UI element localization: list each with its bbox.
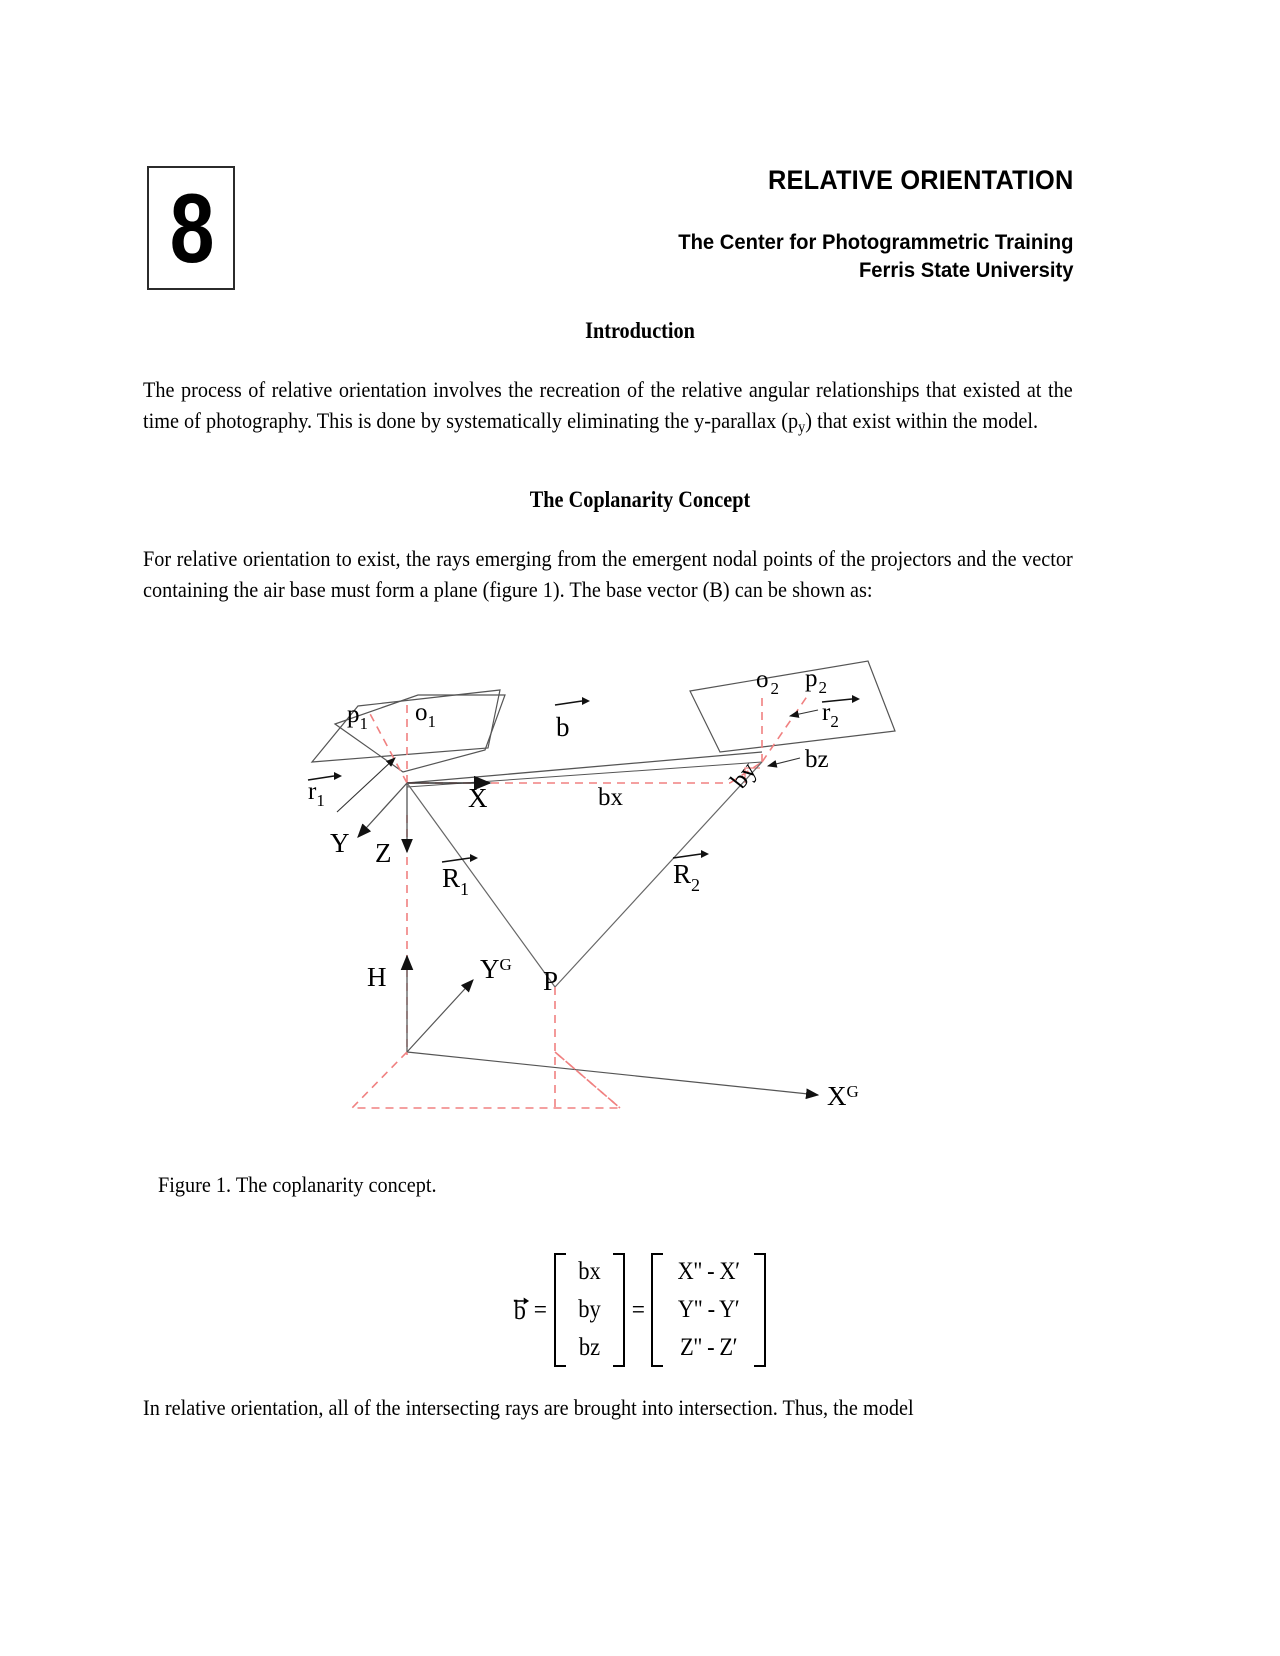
R2-vector-overarrow xyxy=(672,850,709,859)
label-p1: p1 xyxy=(347,701,368,733)
matrix-column-components: bx by bz xyxy=(567,1252,612,1368)
r1-leader-line xyxy=(336,757,396,813)
intro-subscript-y: y xyxy=(798,418,806,436)
equation-b-letter: b xyxy=(513,1294,526,1325)
equation-equals-1: = xyxy=(533,1295,547,1324)
matrix-cell-bx: bx xyxy=(577,1258,601,1285)
matrix-coordinate-differences: X" - X′ Y" - Y′ Z" - Z′ xyxy=(650,1252,767,1368)
bracket-right-1 xyxy=(612,1252,626,1368)
bz-corner-tick xyxy=(744,767,760,783)
base-vector-equation: b = bx by bz = xyxy=(0,1252,1280,1368)
matrix-cell-by: by xyxy=(577,1296,601,1323)
label-axis-y: Y xyxy=(330,828,350,858)
label-YG: YG xyxy=(480,954,512,984)
bz-leader-line xyxy=(766,757,801,768)
chapter-number: 8 xyxy=(169,173,214,283)
bracket-right-2 xyxy=(753,1252,767,1368)
paragraph-coplanarity: For relative orientation to exist, the r… xyxy=(143,546,1073,602)
label-p2: p2 xyxy=(805,665,827,697)
equation-b-symbol: b xyxy=(513,1294,529,1326)
matrix-cell-dy: Y" - Y′ xyxy=(678,1296,740,1323)
intro-text-part-2: ) that exist within the model. xyxy=(805,408,1039,433)
R2-ray xyxy=(554,761,763,988)
label-r2: r2 xyxy=(822,699,839,731)
by-dashed-line xyxy=(729,761,763,784)
r2-vector-overarrow xyxy=(821,695,860,703)
ground-plane-dashed-edge xyxy=(554,1051,621,1109)
YG-axis-arrow xyxy=(406,979,474,1053)
label-R1: R1 xyxy=(442,863,469,899)
XG-axis-arrow xyxy=(406,1051,820,1100)
chapter-number-box: 8 xyxy=(147,166,235,290)
y-axis-arrow xyxy=(357,782,408,838)
R1-vector-overarrow xyxy=(441,854,478,863)
paragraph-introduction: The process of relative orientation invo… xyxy=(143,374,1073,443)
r2-dashed-ray xyxy=(761,694,809,763)
matrix-cell-dx: X" - X′ xyxy=(677,1258,741,1285)
organization-line-2: Ferris State University xyxy=(858,258,1073,282)
organization-line-1: The Center for Photogrammetric Training xyxy=(677,230,1073,254)
label-R2: R2 xyxy=(673,859,700,895)
b-vector-overarrow xyxy=(554,697,590,706)
label-bx: bx xyxy=(598,784,624,811)
matrix-column-differences: X" - X′ Y" - Y′ Z" - Z′ xyxy=(664,1252,753,1368)
bracket-left-1 xyxy=(553,1252,567,1368)
section-heading-coplanarity: The Coplanarity Concept xyxy=(529,487,751,512)
r2-leader-line xyxy=(788,709,819,718)
section-heading-introduction: Introduction xyxy=(585,318,695,343)
label-b-vector: b xyxy=(556,712,570,742)
R1-ray xyxy=(406,782,556,988)
bracket-left-2 xyxy=(650,1252,664,1368)
p1-dashed-ray xyxy=(367,709,408,784)
label-r1: r1 xyxy=(308,778,325,810)
label-H: H xyxy=(367,962,387,992)
label-axis-x: X xyxy=(468,783,488,813)
label-bz: bz xyxy=(805,746,829,773)
base-vector-line xyxy=(406,751,763,784)
paragraph-closing: In relative orientation, all of the inte… xyxy=(143,1395,914,1420)
matrix-cell-dz: Z" - Z′ xyxy=(680,1334,738,1361)
b-vector-overarrow-icon xyxy=(513,1297,529,1304)
equation-equals-2: = xyxy=(631,1295,645,1324)
right-image-plane-outline xyxy=(689,660,896,753)
label-axis-z: Z xyxy=(375,838,392,868)
label-XG: XG xyxy=(827,1081,859,1111)
r1-vector-overarrow xyxy=(307,772,342,781)
matrix-cell-bz: bz xyxy=(578,1334,600,1361)
page-title: RELATIVE ORIENTATION xyxy=(767,165,1073,195)
figure-caption: Figure 1. The coplanarity concept. xyxy=(158,1172,437,1197)
intro-text-part-1: The process of relative orientation invo… xyxy=(143,377,1073,433)
label-P: P xyxy=(543,966,558,996)
left-image-plane-outline xyxy=(310,689,501,763)
label-o1: o1 xyxy=(415,699,436,731)
ground-plane-dashed xyxy=(350,1051,623,1109)
matrix-components: bx by bz xyxy=(553,1252,626,1368)
document-header: RELATIVE ORIENTATION The Center for Phot… xyxy=(653,165,1073,283)
